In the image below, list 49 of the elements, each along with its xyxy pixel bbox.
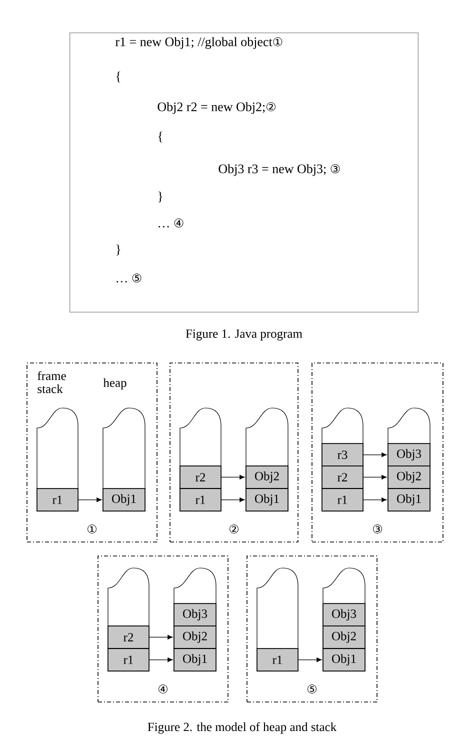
arrow	[78, 498, 102, 502]
step-number: ③	[373, 524, 382, 534]
heap-cell: Obj2	[246, 466, 288, 489]
step-number: ⑤	[308, 684, 316, 694]
code-line: … ⑤	[116, 274, 142, 283]
arrow	[221, 475, 245, 480]
stack-cell: r1	[108, 648, 150, 672]
heap-cell: Obj1	[102, 488, 146, 512]
stack-cell: r2	[108, 626, 150, 649]
arrow	[149, 658, 173, 662]
figure-caption: Figure 1. Java program	[186, 330, 302, 340]
heap-cell: Obj1	[246, 488, 288, 512]
stack-cell: r3	[322, 443, 364, 466]
heap-cell: Obj3	[322, 603, 366, 626]
stack-cell: r1	[322, 488, 364, 512]
heap-cell: Obj3	[388, 443, 430, 466]
step-number: ④	[158, 684, 168, 694]
step-number: ②	[230, 524, 238, 534]
heap-cell: Obj1	[174, 648, 216, 672]
column-label: frame stack	[38, 371, 66, 394]
arrow	[363, 498, 387, 502]
heap-cell: Obj2	[322, 626, 366, 649]
heap-cell: Obj3	[174, 603, 216, 626]
stack-cell: r1	[256, 648, 298, 672]
arrow	[298, 658, 322, 662]
code-line: Obj2 r2 = new Obj2;②	[158, 102, 276, 114]
stack-cell: r1	[180, 488, 222, 512]
code-line: }	[158, 192, 162, 202]
code-listing	[69, 32, 419, 313]
arrow	[149, 635, 173, 640]
arrow	[363, 452, 387, 458]
code-line: Obj3 r3 = new Obj3; ③	[218, 164, 340, 176]
arrow	[221, 498, 245, 502]
step-number: ①	[88, 524, 96, 534]
figure-caption: Figure 2. the model of heap and stack	[148, 722, 337, 734]
code-line: }	[116, 244, 120, 256]
code-line: r1 = new Obj1; //global object①	[115, 37, 282, 49]
heap-cell: Obj2	[388, 466, 430, 489]
heap-cell: Obj2	[174, 626, 216, 649]
code-line: {	[158, 132, 162, 142]
arrow	[363, 475, 387, 480]
heap-cell: Obj1	[388, 488, 430, 512]
stack-cell: r2	[322, 466, 364, 489]
stack-cell: r1	[36, 488, 78, 512]
column-label: heap	[103, 378, 126, 390]
heap-cell: Obj1	[322, 648, 366, 672]
code-line: … ④	[158, 218, 184, 228]
code-line: {	[116, 72, 120, 82]
stack-cell: r2	[180, 466, 222, 489]
